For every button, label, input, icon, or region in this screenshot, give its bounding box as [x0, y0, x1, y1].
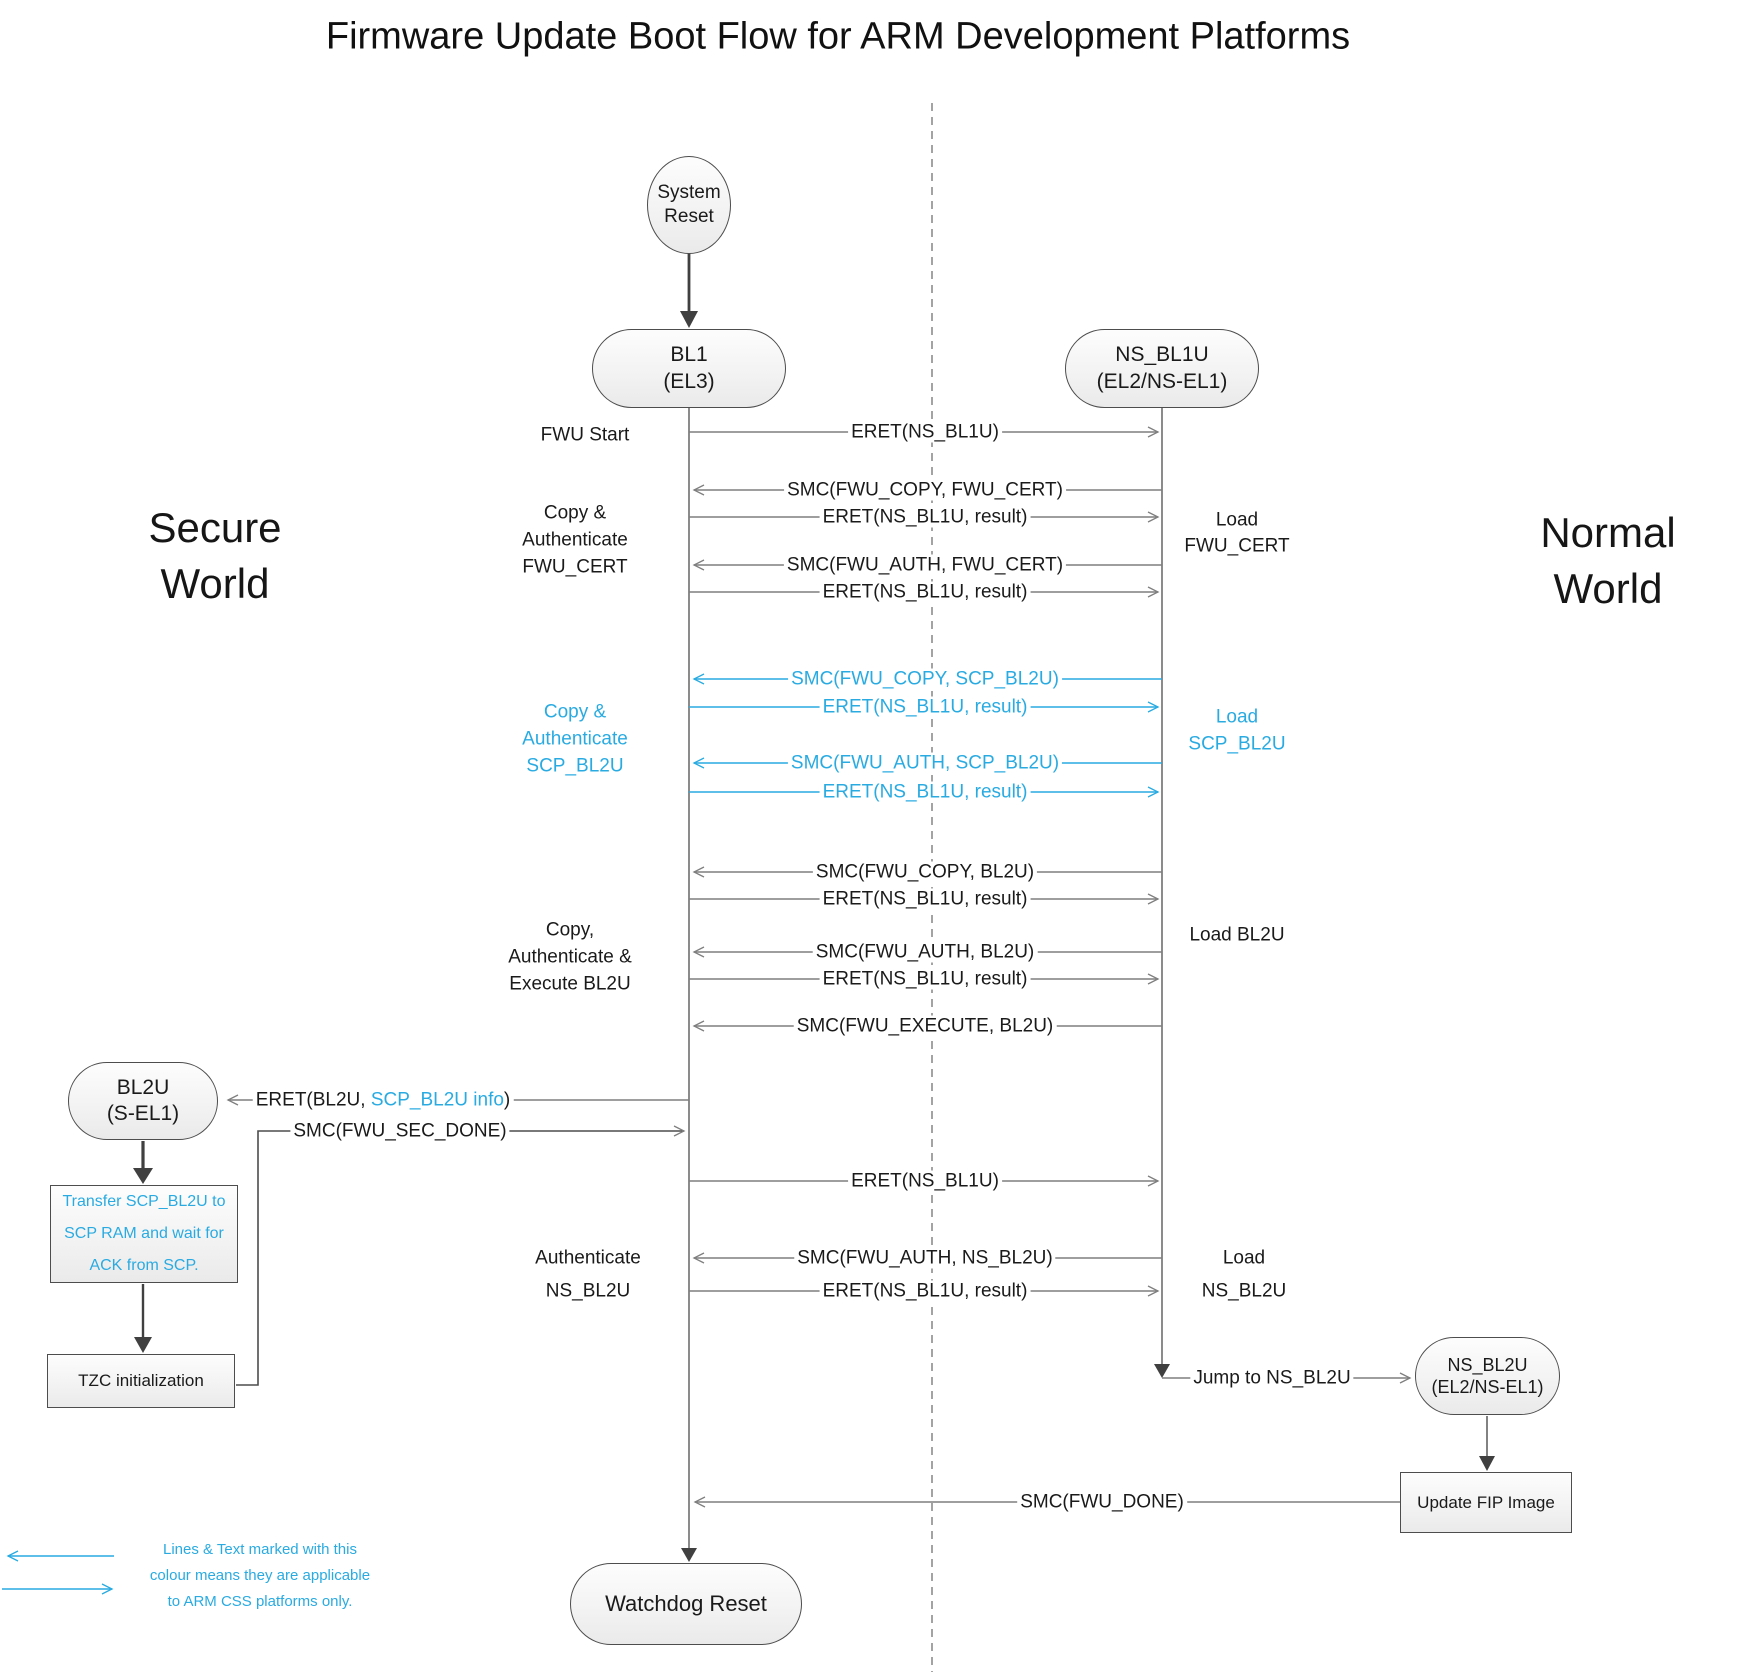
box-transfer-scp-line3: ACK from SCP. — [89, 1257, 199, 1274]
box-tzc-init: TZC initialization — [47, 1354, 235, 1408]
label-load-ns-bl2u-line1: Load — [1222, 1247, 1266, 1269]
message-eret-bl2u-suffix: ) — [503, 1089, 511, 1111]
message-eret-bl2u-prefix: ERET(BL2U, — [255, 1089, 371, 1111]
box-transfer-scp: Transfer SCP_BL2U to SCP RAM and wait fo… — [50, 1185, 238, 1283]
legend-line1: Lines & Text marked with this — [163, 1541, 357, 1558]
message-smc-fwu-sec-done: SMC(FWU_SEC_DONE) — [290, 1120, 510, 1142]
label-load-scp-bl2u-line2: SCP_BL2U — [1188, 733, 1286, 755]
secure-world-line2: World — [160, 560, 270, 607]
node-system-reset-line2: Reset — [664, 206, 714, 227]
message-smc-fwu-auth-scp-bl2u: SMC(FWU_AUTH, SCP_BL2U) — [787, 752, 1063, 774]
message-smc-fwu-auth-ns-bl2u: SMC(FWU_AUTH, NS_BL2U) — [794, 1247, 1056, 1269]
label-load-fwu-cert-line2: FWU_CERT — [1184, 535, 1290, 557]
message-eret-result-2: ERET(NS_BL1U, result) — [819, 581, 1031, 603]
message-eret-bl2u-highlight: SCP_BL2U info — [370, 1089, 504, 1111]
label-copy-auth-fwu-line2: Authenticate — [522, 529, 628, 551]
box-transfer-scp-line2: SCP RAM and wait for — [64, 1225, 224, 1242]
label-copy-auth-fwu-line1: Copy & — [543, 502, 607, 524]
label-copy-auth-exec-line3: Execute BL2U — [509, 973, 631, 995]
label-copy-auth-exec-line1: Copy, — [545, 919, 595, 941]
box-transfer-scp-line1: Transfer SCP_BL2U to — [62, 1193, 226, 1210]
label-load-ns-bl2u-line2: NS_BL2U — [1201, 1280, 1287, 1302]
box-update-fip: Update FIP Image — [1400, 1472, 1572, 1533]
node-watchdog-reset: Watchdog Reset — [570, 1563, 802, 1645]
node-system-reset: System Reset — [647, 156, 731, 254]
node-ns-bl2u-line1: NS_BL2U — [1447, 1354, 1528, 1375]
node-bl1: BL1 (EL3) — [592, 329, 786, 408]
label-copy-auth-scp-line2: Authenticate — [522, 728, 628, 750]
ns-bl1u-lifeline — [1154, 408, 1170, 1378]
node-ns-bl1u-line2: (EL2/NS-EL1) — [1096, 369, 1228, 393]
message-smc-fwu-copy-fwu-cert: SMC(FWU_COPY, FWU_CERT) — [784, 479, 1066, 501]
label-load-scp-bl2u-line1: Load — [1215, 706, 1259, 728]
label-fwu-start: FWU Start — [540, 424, 630, 446]
message-eret-result-6: ERET(NS_BL1U, result) — [819, 968, 1031, 990]
label-auth-ns-line1: Authenticate — [535, 1247, 641, 1269]
message-eret-ns-bl1u-2: ERET(NS_BL1U) — [848, 1170, 1002, 1192]
normal-world-line2: World — [1553, 565, 1663, 612]
secure-world-line1: Secure — [148, 504, 282, 551]
transfer-to-tzc-arrow — [134, 1284, 152, 1353]
message-smc-fwu-auth-bl2u: SMC(FWU_AUTH, BL2U) — [812, 941, 1038, 963]
node-ns-bl2u-line2: (EL2/NS-EL1) — [1431, 1377, 1544, 1397]
secure-world-label: Secure World — [148, 500, 281, 612]
system-reset-to-bl1-arrow — [680, 253, 698, 328]
page-title: Firmware Update Boot Flow for ARM Develo… — [325, 15, 1351, 58]
message-eret-result-3: ERET(NS_BL1U, result) — [819, 696, 1031, 718]
legend-line2: colour means they are applicable — [149, 1567, 371, 1584]
node-ns-bl1u-line1: NS_BL1U — [1115, 343, 1209, 367]
message-smc-fwu-done: SMC(FWU_DONE) — [1017, 1491, 1187, 1513]
node-bl1-line1: BL1 — [670, 343, 708, 367]
message-eret-result-1: ERET(NS_BL1U, result) — [819, 506, 1031, 528]
ns-bl2u-to-fip-arrow — [1479, 1416, 1495, 1471]
normal-world-label: Normal World — [1540, 505, 1675, 617]
node-bl2u: BL2U (S-EL1) — [68, 1062, 218, 1140]
node-bl1-line2: (EL3) — [663, 369, 715, 393]
label-copy-auth-scp-line1: Copy & — [543, 701, 607, 723]
normal-world-line1: Normal — [1540, 509, 1676, 556]
box-update-fip-label: Update FIP Image — [1417, 1492, 1555, 1512]
node-ns-bl2u: NS_BL2U (EL2/NS-EL1) — [1415, 1337, 1560, 1415]
message-eret-result-7: ERET(NS_BL1U, result) — [819, 1280, 1031, 1302]
message-smc-fwu-copy-bl2u: SMC(FWU_COPY, BL2U) — [812, 861, 1038, 883]
legend-text: Lines & Text marked with this colour mea… — [150, 1537, 370, 1615]
message-smc-fwu-auth-fwu-cert: SMC(FWU_AUTH, FWU_CERT) — [783, 554, 1067, 576]
label-auth-ns-line2: NS_BL2U — [545, 1280, 631, 1302]
message-eret-result-4: ERET(NS_BL1U, result) — [819, 781, 1031, 803]
label-load-fwu-cert-line1: Load — [1215, 509, 1259, 531]
label-copy-auth-scp-line3: SCP_BL2U — [526, 755, 624, 777]
bl1-lifeline — [681, 408, 697, 1562]
message-eret-result-5: ERET(NS_BL1U, result) — [819, 888, 1031, 910]
message-eret-bl2u-scp-info: ERET(BL2U, SCP_BL2U info) — [252, 1089, 514, 1111]
label-load-bl2u: Load BL2U — [1189, 924, 1285, 946]
node-system-reset-line1: System — [657, 182, 721, 204]
label-copy-auth-fwu-line3: FWU_CERT — [522, 556, 628, 578]
node-bl2u-line2: (S-EL1) — [106, 1102, 180, 1125]
node-watchdog-reset-label: Watchdog Reset — [605, 1591, 767, 1616]
message-smc-fwu-execute-bl2u: SMC(FWU_EXECUTE, BL2U) — [793, 1015, 1057, 1037]
box-tzc-init-label: TZC initialization — [78, 1371, 204, 1390]
node-ns-bl1u: NS_BL1U (EL2/NS-EL1) — [1065, 329, 1259, 408]
legend-arrows — [2, 1550, 114, 1595]
message-smc-fwu-copy-scp-bl2u: SMC(FWU_COPY, SCP_BL2U) — [788, 668, 1062, 690]
node-bl2u-line1: BL2U — [116, 1075, 170, 1099]
bl2u-to-transfer-arrow — [133, 1141, 153, 1184]
message-jump-to-ns-bl2u: Jump to NS_BL2U — [1190, 1367, 1354, 1389]
message-eret-ns-bl1u-1: ERET(NS_BL1U) — [848, 421, 1002, 443]
label-copy-auth-exec-line2: Authenticate & — [508, 946, 632, 968]
legend-line3: to ARM CSS platforms only. — [167, 1593, 353, 1610]
